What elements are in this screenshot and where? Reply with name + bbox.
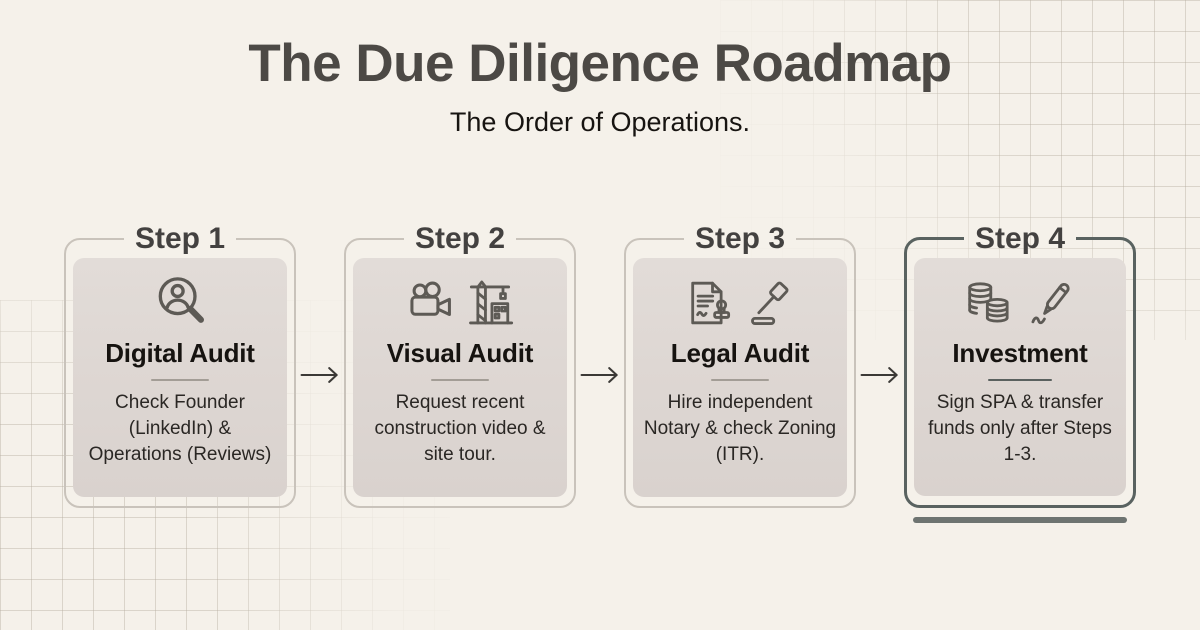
step-2-label: Step 2 (414, 222, 506, 255)
step-3-description: Hire independent Notary & check Zoning (… (643, 392, 837, 465)
roadmap-steps: Step 1 Digital Audit Check Founder (Link… (0, 222, 1200, 523)
magnifier-user-icon (158, 277, 204, 323)
page-subtitle: The Order of Operations. (449, 107, 751, 138)
step-3-frame: Step 3 (624, 222, 856, 508)
step-4-title: Investment (952, 338, 1088, 368)
step-4-label: Step 4 (974, 222, 1066, 255)
right-arrow-icon (580, 367, 618, 383)
step-1-description: Check Founder (LinkedIn) & Operations (R… (88, 392, 272, 465)
right-arrow-icon (860, 367, 898, 383)
step-2-frame: Step 2 (344, 222, 576, 508)
construction-crane-icon (468, 280, 513, 325)
video-camera-icon (409, 281, 451, 316)
step-3-divider (711, 379, 769, 381)
step-3-column: Step 3 (624, 222, 856, 508)
step-2-column: Step 2 (344, 222, 576, 508)
step-1-card: Digital Audit Check Founder (LinkedIn) &… (73, 258, 287, 497)
coin-stacks-icon (967, 282, 1009, 323)
step-3-card: Legal Audit Hire independent Notary & ch… (633, 258, 847, 497)
gavel-icon (750, 281, 788, 325)
arrow-3-4 (856, 363, 904, 387)
step-2-card: Visual Audit Request recent construction… (353, 258, 567, 497)
step-4-frame: Step 4 (904, 222, 1136, 508)
step-1-icons (152, 273, 209, 329)
page-title: The Due Diligence Roadmap (248, 34, 952, 93)
stamped-document-icon (690, 281, 730, 325)
step-4-icons (963, 273, 1078, 329)
arrow-1-2 (296, 363, 344, 387)
step-1-divider (151, 379, 209, 381)
step-4-divider (988, 379, 1052, 381)
step-2-title: Visual Audit (386, 338, 534, 368)
step-2-divider (431, 379, 489, 381)
step-4-underline-bar (913, 517, 1127, 523)
step-1-title: Digital Audit (105, 338, 255, 368)
step-4-column: Step 4 (904, 222, 1136, 523)
step-4-card: Investment Sign SPA & transfer funds onl… (914, 258, 1126, 496)
header: The Due Diligence Roadmap The Order of O… (0, 0, 1200, 138)
step-2-description: Request recent construction video & site… (374, 392, 546, 465)
step-3-icons (683, 273, 798, 329)
step-1-column: Step 1 Digital Audit Check Founder (Link… (64, 222, 296, 508)
step-3-title: Legal Audit (670, 338, 810, 368)
step-3-label: Step 3 (694, 222, 786, 255)
step-4-description: Sign SPA & transfer funds only after Ste… (928, 392, 1112, 465)
right-arrow-icon (300, 367, 338, 383)
step-1-frame: Step 1 Digital Audit Check Founder (Link… (64, 222, 296, 508)
signature-pen-icon (1031, 282, 1070, 325)
step-1-label: Step 1 (134, 222, 226, 255)
arrow-2-3 (576, 363, 624, 387)
step-2-icons (405, 273, 516, 329)
